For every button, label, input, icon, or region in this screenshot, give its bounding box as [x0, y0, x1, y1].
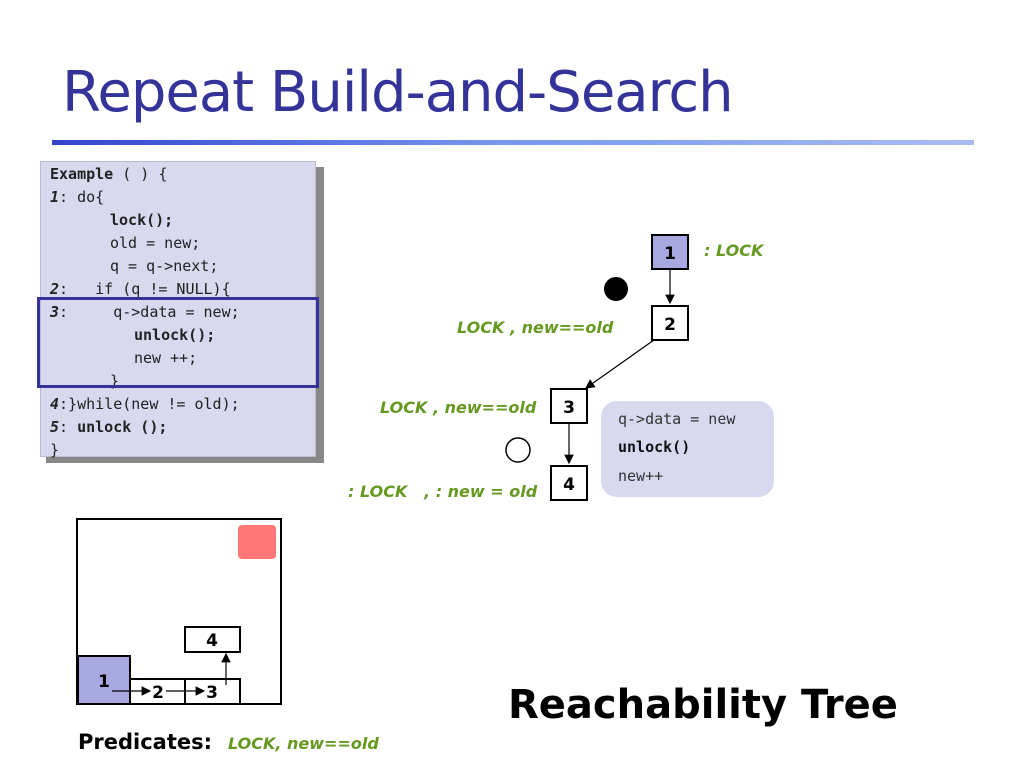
node-1-annotation: : LOCK — [704, 241, 764, 260]
predicates-value: LOCK, new==old — [228, 734, 379, 753]
mini-node-1 — [77, 655, 131, 705]
tree-node-2 — [651, 305, 689, 341]
tree-node-4 — [550, 465, 588, 501]
mini-node-2-label: 2 — [152, 683, 164, 703]
tree-node-1-label: 1 — [664, 244, 676, 264]
tree-node-2-label: 2 — [664, 315, 676, 335]
code-line-1: Example ( ) { — [50, 165, 168, 183]
loop-body-highlight — [37, 297, 319, 388]
transition-bubble — [601, 401, 774, 497]
bubble-line-3: new++ — [618, 467, 664, 485]
filled-circle-marker — [604, 277, 628, 301]
slide-title: Repeat Build-and-Search — [62, 60, 734, 125]
tree-edge-2-3 — [585, 339, 655, 389]
code-line-13: } — [50, 441, 60, 459]
code-line-8: unlock(); — [134, 326, 216, 344]
error-state-box — [238, 525, 276, 559]
predicates-label: Predicates: — [78, 730, 213, 754]
code-line-11: 4:}while(new != old); — [50, 395, 240, 413]
mini-node-4 — [184, 626, 241, 653]
mini-node-1-label: 1 — [98, 672, 110, 692]
mini-node-3-label: 3 — [206, 683, 218, 703]
tree-node-4-label: 4 — [563, 475, 575, 495]
reachability-tree-label: Reachability Tree — [508, 682, 898, 728]
code-line-5: q = q->next; — [110, 257, 219, 275]
code-line-6: 2: if (q != NULL){ — [50, 280, 231, 298]
code-line-3: lock(); — [110, 211, 174, 229]
code-line-2: 1: do{ — [50, 188, 105, 206]
node-4-annotation: : LOCK , : new = old — [348, 482, 538, 501]
code-box — [40, 161, 316, 457]
code-line-7: 3: q->data = new; — [50, 303, 240, 321]
tree-node-3-label: 3 — [563, 398, 575, 418]
title-underline — [52, 140, 974, 145]
bubble-line-2: unlock() — [618, 438, 691, 456]
node-2-annotation: LOCK , new==old — [457, 318, 614, 337]
mini-node-4-label: 4 — [206, 631, 218, 651]
code-line-12: 5: unlock (); — [50, 418, 168, 436]
code-line-4: old = new; — [110, 234, 201, 252]
empty-circle-marker — [505, 437, 531, 463]
node-3-annotation: LOCK , new==old — [380, 398, 537, 417]
code-line-9: new ++; — [134, 349, 198, 367]
code-line-10: } — [110, 372, 120, 390]
bubble-line-1: q->data = new — [618, 410, 736, 428]
